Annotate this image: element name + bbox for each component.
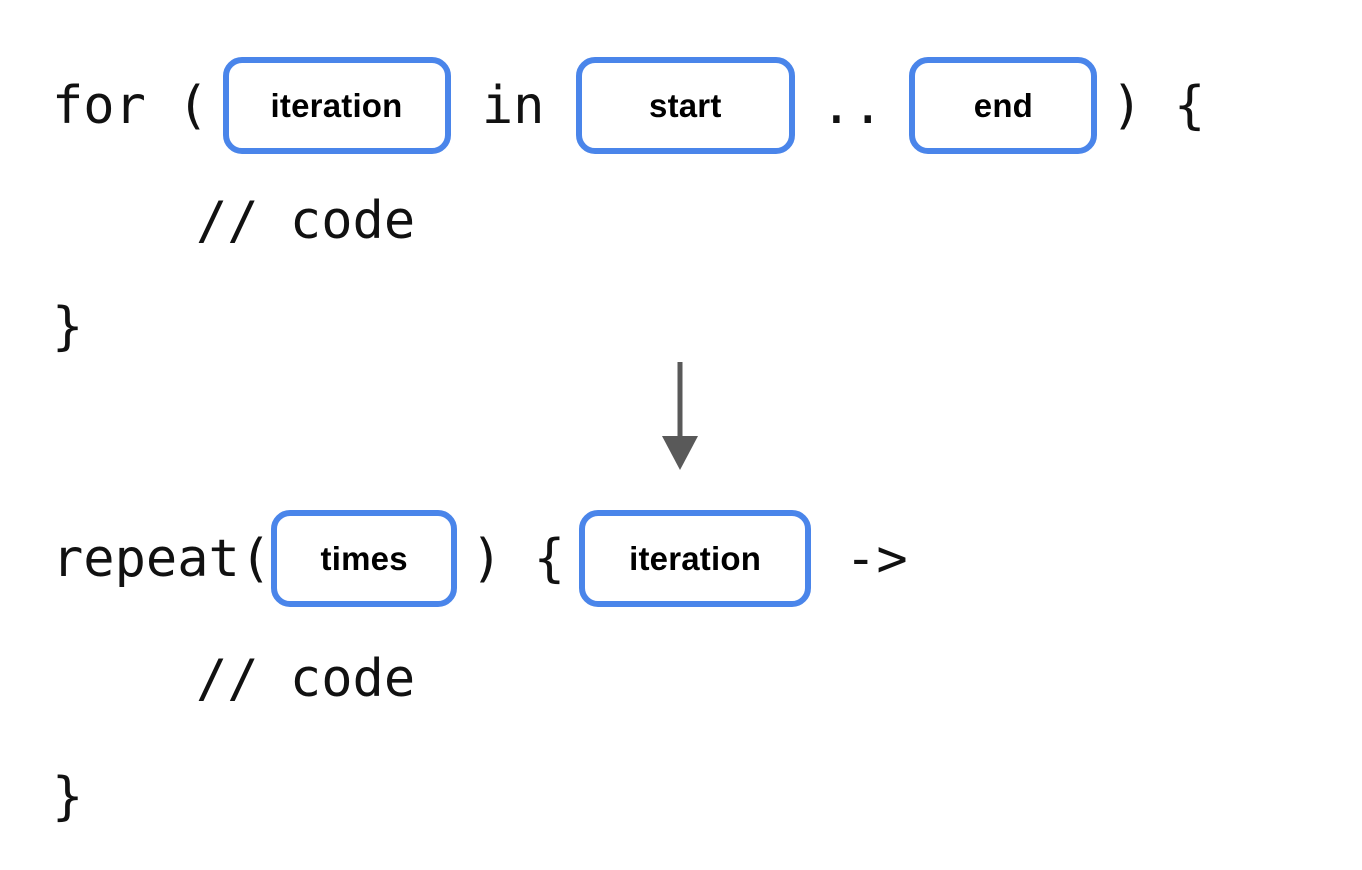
closing-brace: }	[52, 297, 84, 357]
closing-brace: }	[52, 767, 84, 827]
keyword-in: in	[450, 75, 576, 136]
keyword-for-open-paren: for (	[52, 75, 209, 136]
token-box-iteration[interactable]: iteration	[222, 57, 451, 154]
code-line-comment-before: // code	[196, 192, 415, 250]
close-paren-open-brace: ) {	[471, 528, 566, 589]
down-arrow-icon	[648, 358, 712, 476]
token-box-iteration-lambda-param[interactable]: iteration	[579, 510, 812, 607]
lambda-arrow: ->	[845, 528, 908, 589]
code-line-closing-brace-before: }	[52, 298, 83, 356]
token-box-start[interactable]: start	[575, 57, 795, 154]
code-line-closing-brace-after: }	[52, 768, 83, 826]
code-line-comment-after: // code	[196, 650, 415, 708]
function-repeat-open-paren: repeat(	[52, 528, 272, 589]
comment-text: // code	[196, 649, 416, 709]
comment-text: // code	[196, 191, 416, 251]
token-box-times[interactable]: times	[271, 510, 458, 607]
code-line-for-statement: for ( iteration in start .. end ) {	[52, 57, 1205, 154]
range-operator: ..	[820, 75, 884, 136]
close-paren-open-brace: ) {	[1111, 75, 1206, 136]
code-line-repeat-statement: repeat( times ) { iteration ->	[52, 510, 908, 607]
token-box-end[interactable]: end	[909, 57, 1098, 154]
